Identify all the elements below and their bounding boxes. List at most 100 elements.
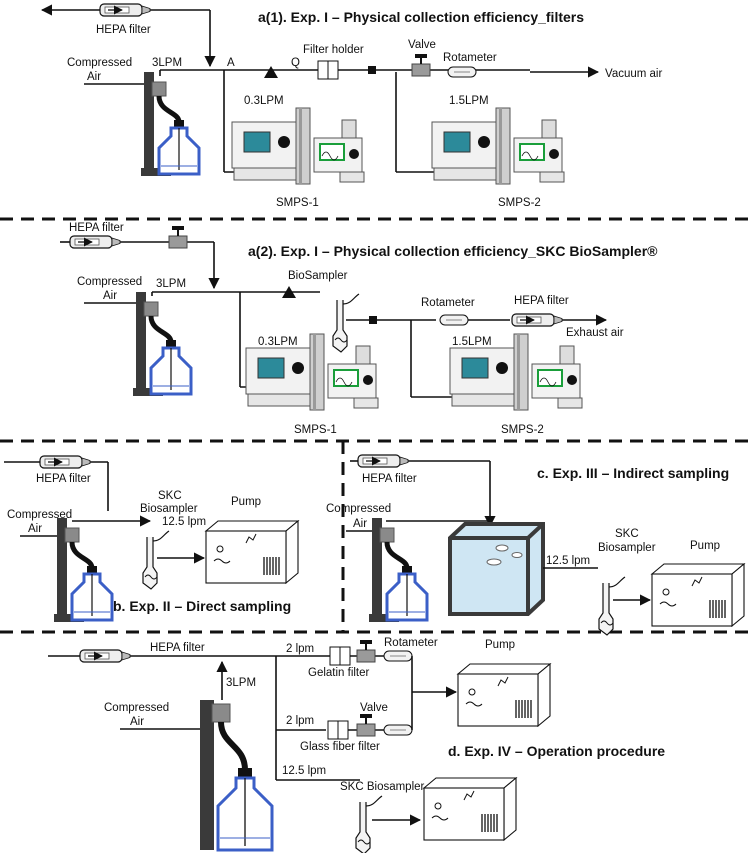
flow-2lpm-a: 2 lpm bbox=[286, 643, 314, 655]
section-a2-title: a(2). Exp. I – Physical collection effic… bbox=[248, 243, 658, 259]
point-a: A bbox=[227, 57, 235, 69]
biosampler-icon bbox=[598, 576, 626, 636]
hepa-filter-icon bbox=[100, 4, 150, 16]
connector-icon bbox=[369, 316, 377, 324]
valve-label: Valve bbox=[360, 702, 388, 714]
biosampler-label: Biosampler bbox=[598, 542, 656, 554]
compressed-label: Compressed bbox=[67, 57, 132, 69]
exhaust-label: Exhaust air bbox=[566, 327, 624, 339]
pump-icon bbox=[651, 563, 745, 627]
biosampler-label: BioSampler bbox=[288, 270, 348, 282]
flow-label: 12.5 lpm bbox=[546, 555, 590, 567]
filter-holder-label: Filter holder bbox=[303, 44, 364, 56]
skc-biosampler-label: SKC Biosampler bbox=[340, 781, 425, 793]
glass-fiber-filter-icon bbox=[327, 720, 349, 740]
connector-icon bbox=[368, 66, 376, 74]
flow-1.5lpm: 1.5LPM bbox=[449, 95, 489, 107]
compressed-label: Compressed bbox=[104, 702, 169, 714]
flow-1.5lpm: 1.5LPM bbox=[452, 336, 492, 348]
flow-triangle-icon bbox=[282, 286, 296, 298]
air-label: Air bbox=[130, 716, 144, 728]
gelatin-filter-icon bbox=[329, 646, 351, 666]
smps-2-label: SMPS-2 bbox=[501, 424, 544, 436]
section-a1-title: a(1). Exp. I – Physical collection effic… bbox=[258, 9, 584, 25]
filter-holder-icon bbox=[317, 60, 339, 80]
flow-3lpm: 3LPM bbox=[226, 677, 256, 689]
compressed-label: Compressed bbox=[77, 276, 142, 288]
smps-1-instrument-icon bbox=[231, 107, 365, 185]
section-a2: a(2). Exp. I – Physical collection effic… bbox=[60, 222, 658, 436]
section-c-title: c. Exp. III – Indirect sampling bbox=[537, 465, 729, 481]
hepa-label: HEPA filter bbox=[36, 473, 91, 485]
flow-2lpm-b: 2 lpm bbox=[286, 715, 314, 727]
pump-label: Pump bbox=[485, 639, 515, 651]
chamber-icon bbox=[448, 522, 545, 616]
section-c: HEPA filter c. Exp. III – Indirect sampl… bbox=[326, 455, 745, 636]
flow-3lpm: 3LPM bbox=[152, 57, 182, 69]
hepa-label: HEPA filter bbox=[96, 24, 151, 36]
pump-2-icon bbox=[423, 777, 517, 841]
biosampler-icon bbox=[142, 530, 170, 590]
q-label: Q bbox=[291, 57, 300, 69]
skc-label: SKC bbox=[158, 490, 182, 502]
valve-label: Valve bbox=[408, 39, 436, 51]
section-d-title: d. Exp. IV – Operation procedure bbox=[448, 743, 665, 759]
pump-icon bbox=[205, 520, 299, 584]
flow-3lpm: 3LPM bbox=[156, 278, 186, 290]
smps-1-label: SMPS-1 bbox=[294, 424, 337, 436]
flow-0.3lpm: 0.3LPM bbox=[258, 336, 298, 348]
air-label: Air bbox=[103, 290, 117, 302]
glass-label: Glass fiber filter bbox=[300, 741, 380, 753]
valve-icon bbox=[356, 639, 376, 663]
hepa-filter-icon bbox=[70, 236, 120, 248]
valve-icon bbox=[168, 225, 188, 249]
rotameter-icon bbox=[447, 66, 477, 78]
hepa2-label: HEPA filter bbox=[514, 295, 569, 307]
valve-icon bbox=[411, 53, 431, 77]
biosampler-icon bbox=[355, 795, 383, 853]
hepa-label: HEPA filter bbox=[69, 222, 124, 234]
section-a1: a(1). Exp. I – Physical collection effic… bbox=[40, 4, 662, 209]
valve-icon-2 bbox=[356, 713, 376, 737]
rotameter-label: Rotameter bbox=[384, 637, 438, 649]
pump-label: Pump bbox=[690, 540, 720, 552]
rotameter-label: Rotameter bbox=[421, 297, 475, 309]
flow-label: 12.5 lpm bbox=[162, 516, 206, 528]
compressed-label: Compressed bbox=[326, 503, 391, 515]
rotameter-icon bbox=[439, 314, 469, 326]
nebulizer-icon bbox=[54, 518, 112, 622]
hepa-label: HEPA filter bbox=[150, 642, 205, 654]
section-b-title: b. Exp. II – Direct sampling bbox=[113, 598, 291, 614]
separators bbox=[0, 217, 750, 634]
rotameter-icon bbox=[383, 650, 413, 662]
nebulizer-icon bbox=[200, 700, 274, 852]
nebulizer-icon bbox=[141, 72, 199, 176]
air-label: Air bbox=[28, 523, 42, 535]
biosampler-icon bbox=[332, 293, 360, 353]
flow-0.3lpm: 0.3LPM bbox=[244, 95, 284, 107]
vacuum-air-label: Vacuum air bbox=[605, 68, 662, 80]
hepa-filter-icon bbox=[80, 650, 130, 662]
air-label: Air bbox=[87, 71, 101, 83]
skc-label: SKC bbox=[615, 528, 639, 540]
gelatin-label: Gelatin filter bbox=[308, 667, 370, 679]
air-label: Air bbox=[353, 518, 367, 530]
rotameter-icon-2 bbox=[383, 724, 413, 736]
rotameter-label: Rotameter bbox=[443, 52, 497, 64]
compressed-label: Compressed bbox=[7, 509, 72, 521]
flow-triangle-icon bbox=[264, 66, 278, 78]
hepa-filter-icon bbox=[358, 455, 408, 467]
flow-12.5lpm: 12.5 lpm bbox=[282, 765, 326, 777]
biosampler-label: Biosampler bbox=[140, 503, 198, 515]
hepa-label: HEPA filter bbox=[362, 473, 417, 485]
pump-label: Pump bbox=[231, 496, 261, 508]
nebulizer-icon bbox=[369, 518, 427, 622]
hepa-filter-icon bbox=[40, 456, 90, 468]
hepa-filter-2-icon bbox=[512, 314, 562, 326]
nebulizer-icon bbox=[133, 292, 191, 396]
section-b: HEPA filter Compressed Air SKC Biosample… bbox=[4, 456, 299, 622]
smps-2-instrument-icon bbox=[431, 107, 565, 185]
pump-icon bbox=[457, 663, 551, 727]
section-d: HEPA filter 3LPM Compressed Air 2 lpm Ge… bbox=[48, 637, 665, 853]
